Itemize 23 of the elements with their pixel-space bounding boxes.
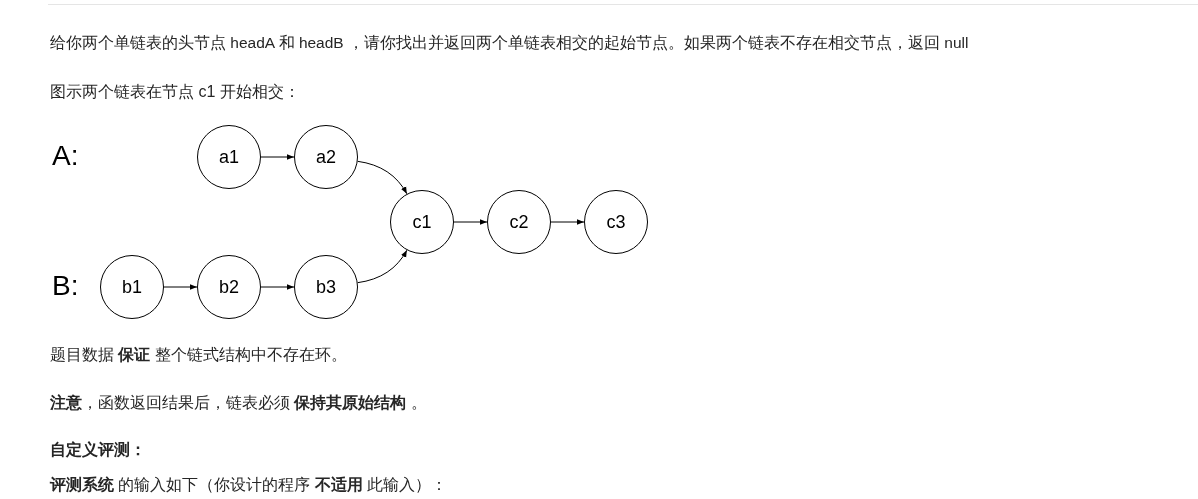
arrow <box>550 219 585 225</box>
arrow <box>357 160 408 195</box>
list-node-circle: c1 <box>390 190 454 254</box>
list-node-circle: c2 <box>487 190 551 254</box>
arrow <box>357 249 408 284</box>
paragraph-text: 评测系统 的输入如下（你设计的程序 不适用 此输入）： <box>50 475 448 495</box>
list-node-circle: c3 <box>584 190 648 254</box>
arrow <box>453 219 488 225</box>
arrow <box>260 284 295 290</box>
list-node-circle: b1 <box>100 255 164 319</box>
arrow <box>260 154 295 160</box>
list-node-circle: a2 <box>294 125 358 189</box>
list-label: A: <box>52 140 79 172</box>
paragraph-text: 图示两个链表在节点 c1 开始相交： <box>50 82 300 102</box>
list-node-circle: a1 <box>197 125 261 189</box>
paragraph-text: 给你两个单链表的头节点 headA 和 headB ，请你找出并返回两个单链表相交的起始节点。如果两个链表不存在相交节点，返回 null <box>50 33 969 53</box>
arrow <box>163 284 198 290</box>
paragraph-text: 注意，函数返回结果后，链表必须 保持其原始结构 。 <box>50 393 427 413</box>
list-label: B: <box>52 270 79 302</box>
paragraph-text: 题目数据 保证 整个链式结构中不存在环。 <box>50 345 347 365</box>
list-node-circle: b3 <box>294 255 358 319</box>
list-node-circle: b2 <box>197 255 261 319</box>
paragraph-text: 自定义评测： <box>50 440 146 460</box>
